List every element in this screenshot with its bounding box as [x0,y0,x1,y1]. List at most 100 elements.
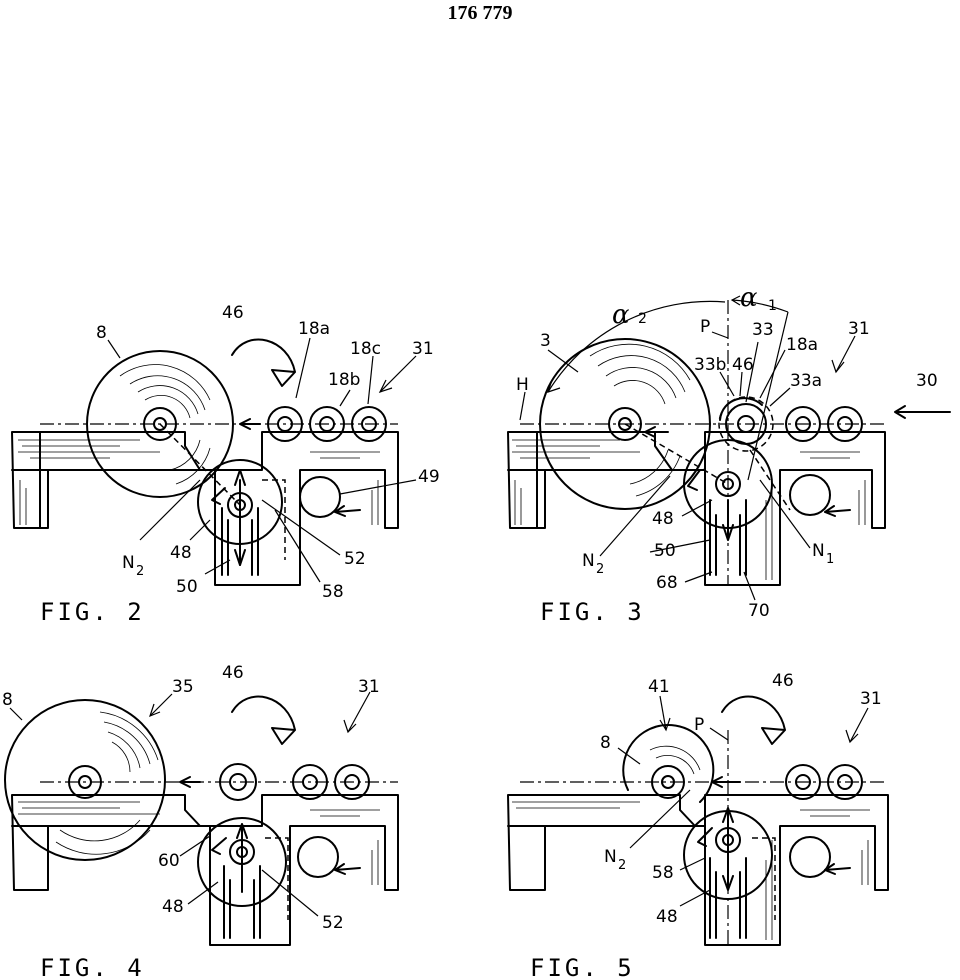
fig3-label-70: 70 [748,601,770,621]
fig3-alpha2: α [612,300,630,330]
fig3-label-H: H [516,375,529,395]
fig3-label-33: 33 [752,320,774,340]
fig3-drum-axle [722,478,734,490]
fig4-label-46: 46 [222,663,244,683]
fig4-surface-hatch [18,801,380,885]
fig3-arc-alpha1 [731,299,789,313]
fig4-label-8: 8 [2,690,13,710]
fig4-caption: FIG. 4 [40,954,145,980]
fig3-rotation-arrow [687,469,701,491]
fig4-label-52: 52 [322,913,344,933]
fig3-surface-hatch [512,439,866,580]
fig4-frame [11,794,399,946]
fig5-label-41: 41 [648,677,670,697]
fig5-label-46: 46 [772,671,794,691]
fig2-label-18a: 18a [298,319,330,339]
fig3-alpha2-sub: 2 [638,311,647,327]
fig2-label-49: 49 [418,467,440,487]
fig3-web-arrow [644,426,669,438]
fig3-label-3: 3 [540,331,551,351]
fig3-label-18a: 18a [786,335,818,355]
fig2-dash-guide [262,479,286,560]
fig3-label-P: P [700,317,710,337]
fig4-dash-guide [265,837,289,920]
fig2-frame [11,431,399,586]
fig3-drum-hub [715,471,741,497]
fig5-pressure-roll [789,836,831,878]
fig3-label-N1-sub: 1 [826,552,834,567]
fig2-label-46: 46 [222,303,244,323]
fig2-label-N-sub: 2 [136,564,144,579]
fig2-label-50: 50 [176,577,198,597]
fig2-label-31: 31 [412,339,434,359]
fig2-down-arrow [234,549,246,566]
fig3-knife [719,397,763,421]
fig5-knife [721,695,786,745]
fig4-transfer-drum [197,817,287,907]
fig3-label-68: 68 [656,573,678,593]
fig3-caption: FIG. 3 [540,598,645,626]
fig3-label-46: 46 [732,355,754,375]
fig2-pressure-roll [299,476,341,518]
fig3-label-N2: N [582,551,595,571]
fig4-roll-winding [55,711,159,855]
fig5-updown-arrow [722,807,734,891]
fig2-label-18b: 18b [328,370,360,390]
fig3-dash-n1 [749,449,791,511]
fig2-piston [221,507,259,576]
fig5-partial-roll [622,724,715,803]
figure-4: 8 35 46 31 60 48 52 FIG. 4 [2,663,399,980]
fig4-wound-roll [4,699,166,861]
fig2-knife [231,338,296,387]
fig5-label-48: 48 [656,907,678,927]
fig4-up-arrow [236,823,248,893]
fig2-up-arrow [234,469,246,486]
fig3-label-33b: 33b [694,355,726,375]
fig2-surface-hatch [18,439,380,525]
fig5-leaders [617,695,869,907]
fig2-label-N: N [122,553,135,573]
fig2-label-8: 8 [96,323,107,343]
fig4-piston [223,865,261,939]
fig2-pressure-arrow [334,505,361,517]
fig2-rotation-arrow [211,487,226,505]
fig3-down-arrow [722,499,734,541]
fig4-pressure-roll [297,836,339,878]
fig5-label-31: 31 [860,689,882,709]
fig5-label-N2-sub: 2 [618,858,626,873]
fig3-feed-arrow-30 [894,405,951,419]
fig3-alpha1-sub: 1 [768,298,777,314]
fig5-caption: FIG. 5 [530,954,635,980]
fig3-pressure-arrow [824,505,851,517]
fig3-label-50: 50 [654,541,676,561]
fig5-dash-guide [752,837,776,920]
fig2-label-52: 52 [344,549,366,569]
figure-5: 41 46 31 P 8 N 2 58 48 FIG. 5 [507,671,889,980]
fig4-label-35: 35 [172,677,194,697]
fig5-piston [709,857,747,939]
fig5-pressure-arrow [824,863,851,875]
fig4-knife [231,695,296,745]
fig2-label-18c: 18c [350,339,381,359]
fig3-arc-alpha1-head [730,295,741,306]
fig2-label-58: 58 [322,582,344,602]
fig4-pressure-arrow [334,863,361,875]
fig3-label-N1: N [812,541,825,561]
fig5-roll-winding [649,745,701,775]
fig5-web-arrow [711,776,741,788]
fig5-label-N2: N [604,847,617,867]
fig2-feed-arrow [239,418,261,430]
fig3-arc-alpha2 [547,300,726,393]
fig3-alpha1: α [740,283,758,313]
fig2-dash-link [159,423,241,506]
fig3-roll-winding [589,343,691,497]
fig3-label-33a: 33a [790,371,822,391]
fig4-label-31: 31 [358,677,380,697]
fig3-label-30: 30 [916,371,938,391]
fig4-label-60: 60 [158,851,180,871]
figure-3: α 2 α 1 3 P 33 31 33b 46 18a H 33a 30 48… [507,283,951,626]
fig3-label-N2-sub: 2 [596,562,604,577]
fig3-piston [709,499,747,576]
page-number: 176 779 [447,2,513,24]
